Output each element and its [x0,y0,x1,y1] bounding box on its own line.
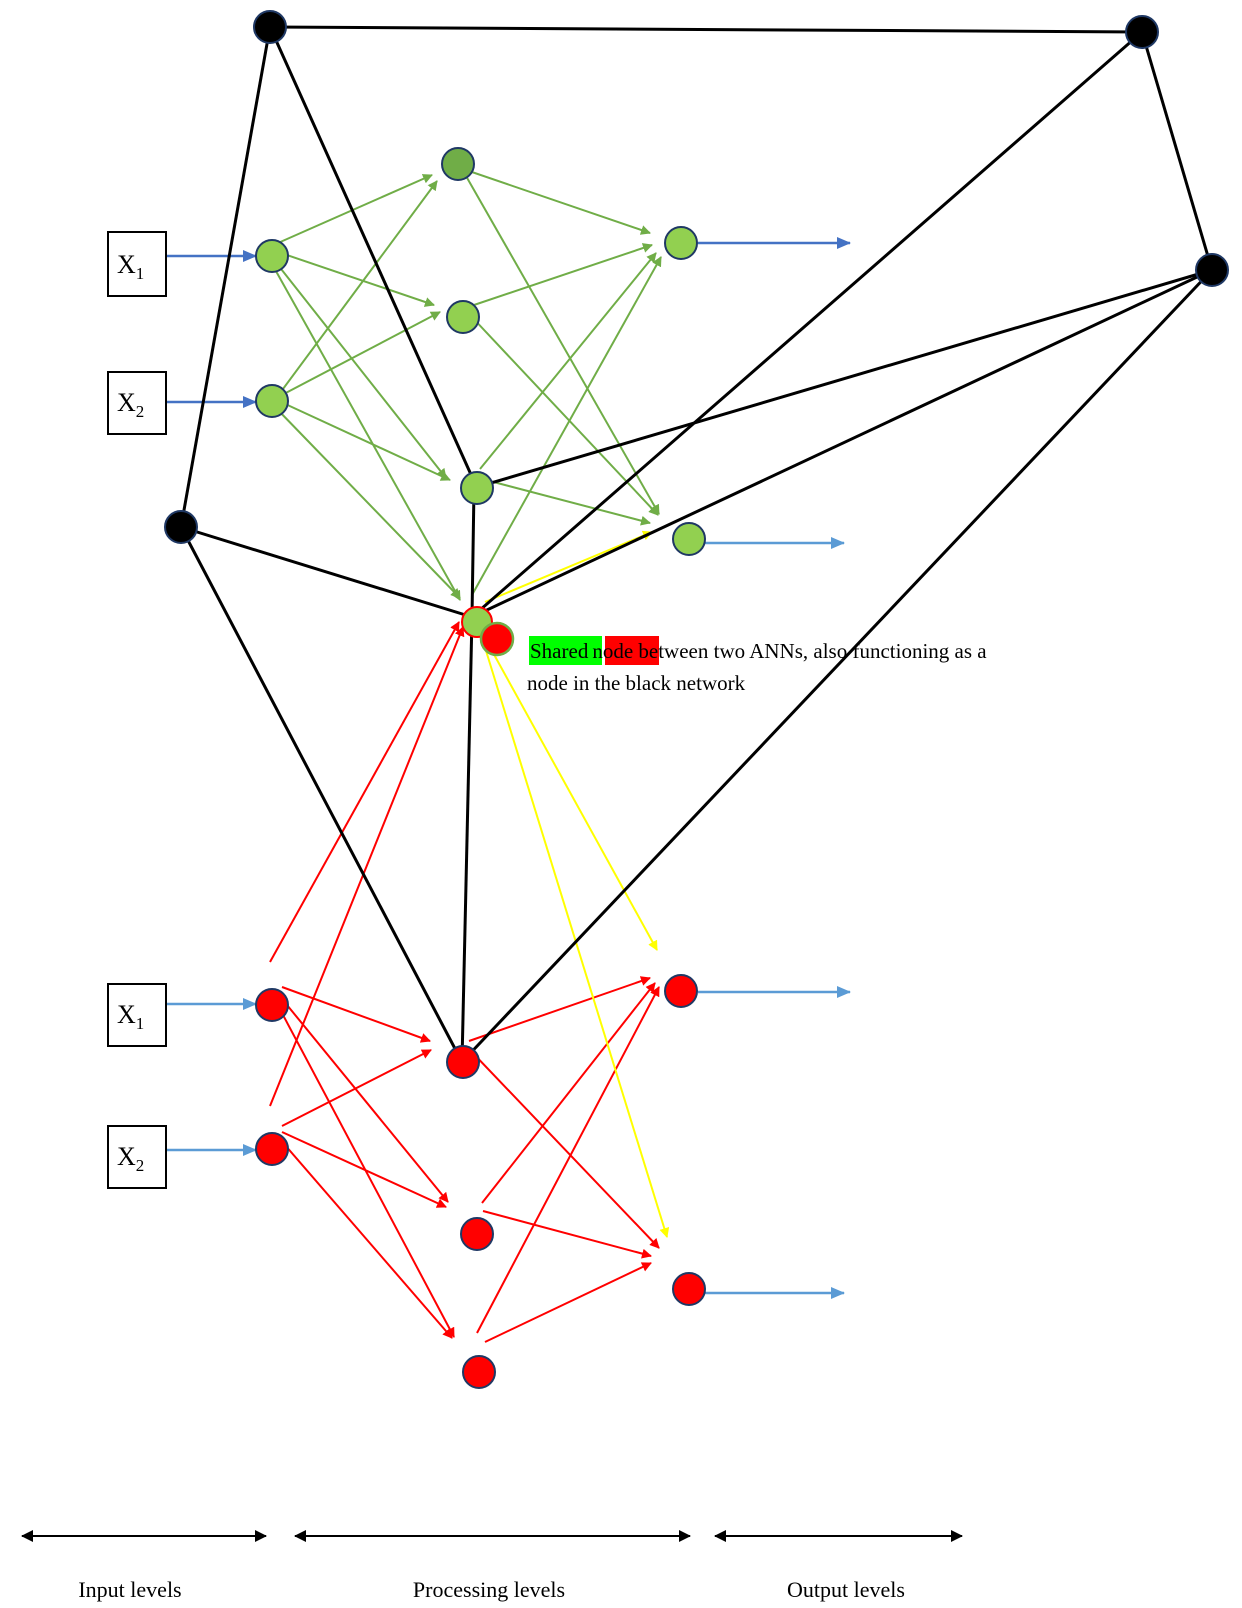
shared-highlight [529,636,602,665]
black-network-nodes [164,10,1229,544]
black-node-top-left [253,10,287,44]
red-ann-nodes [255,974,706,1389]
input-box-bottom-x2: X2 [107,1125,167,1189]
shared-node-red-part [479,621,515,657]
output-levels-label: Output levels [787,1577,905,1602]
input-label-bottom-x1: X1 [117,1000,144,1033]
red-hidden-node-3 [462,1355,496,1389]
green-ann-nodes [255,147,706,556]
red-input-node-2 [255,1132,289,1166]
processing-levels-label: Processing levels [413,1577,565,1602]
input-label-top-x2: X2 [117,388,144,421]
green-hidden-node-2 [446,300,480,334]
annotation-line-2: node in the black network [527,671,746,695]
input-label-bottom-x2: X2 [117,1142,144,1175]
red-hidden-node-1 [446,1045,480,1079]
input-levels-label: Input levels [78,1577,181,1602]
green-input-node-1 [255,239,289,273]
green-hidden-node-1 [441,147,475,181]
red-output-node-2 [672,1272,706,1306]
io-arrows [167,237,851,1299]
green-ann-edges [271,169,662,601]
red-output-node-1 [664,974,698,1008]
black-network-edges [179,25,1214,1064]
input-box-bottom-x1: X1 [107,983,167,1047]
green-output-node-1 [664,226,698,260]
black-node-left [164,510,198,544]
input-label-top-x1: X1 [117,250,144,283]
shared-node [461,606,515,657]
red-hidden-node-2 [460,1217,494,1251]
green-hidden-node-3 [460,471,494,505]
red-input-node-1 [255,988,289,1022]
node-highlight [605,636,659,665]
black-node-top-right [1125,15,1159,49]
green-input-node-2 [255,384,289,418]
green-output-node-2 [672,522,706,556]
red-ann-edges [269,621,660,1343]
input-box-top-x1: X1 [107,231,167,297]
input-box-top-x2: X2 [107,371,167,435]
black-node-right [1195,253,1229,287]
yellow-edges [482,530,670,1238]
